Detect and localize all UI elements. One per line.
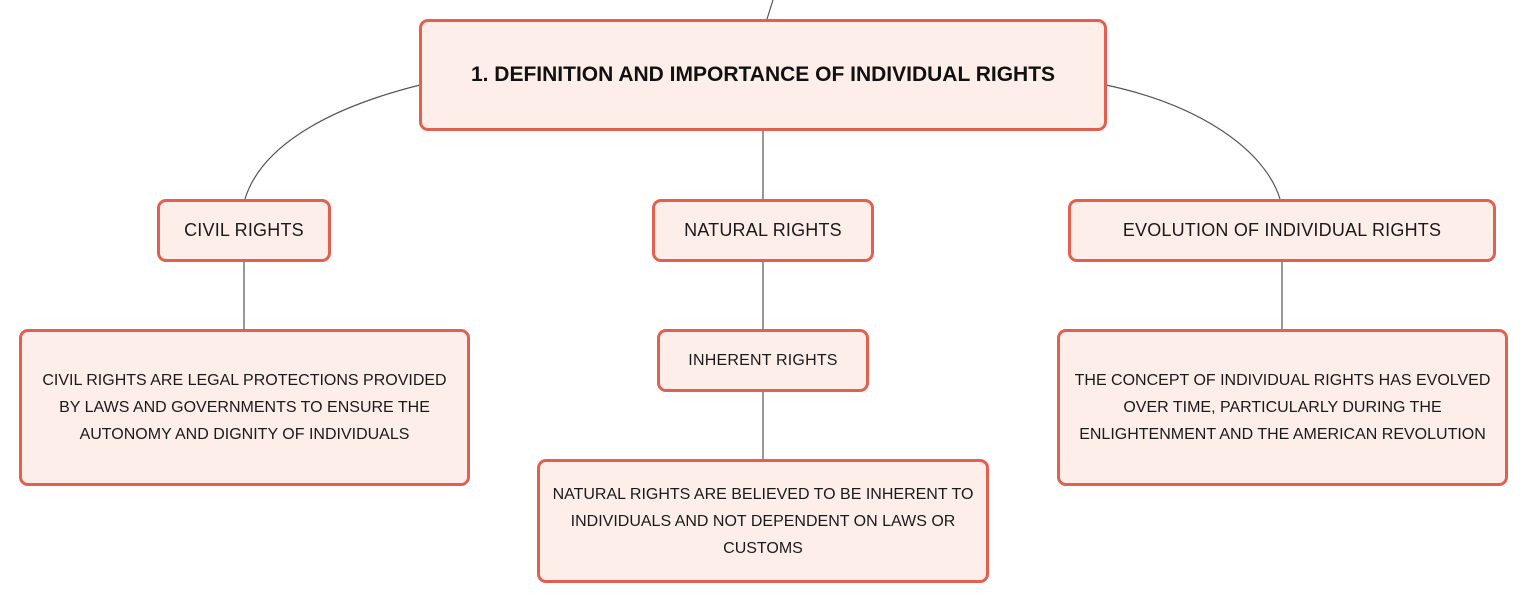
natural-rights-node[interactable]: NATURAL RIGHTS: [652, 199, 874, 262]
inherent-rights-node[interactable]: INHERENT RIGHTS: [657, 329, 869, 392]
connector-root-to-civil-rights: [244, 84, 421, 200]
natural-rights-description-node[interactable]: NATURAL RIGHTS ARE BELIEVED TO BE INHERE…: [537, 459, 989, 583]
root-topic-label: 1. DEFINITION AND IMPORTANCE OF INDIVIDU…: [470, 63, 1056, 86]
connector-parent-to-root: [766, 0, 774, 20]
evolution-of-individual-rights-label: EVOLUTION OF INDIVIDUAL RIGHTS: [1122, 220, 1442, 240]
evolution-description-node[interactable]: THE CONCEPT OF INDIVIDUAL RIGHTS HAS EVO…: [1057, 329, 1508, 486]
civil-rights-description-node[interactable]: CIVIL RIGHTS ARE LEGAL PROTECTIONS PROVI…: [19, 329, 470, 486]
evolution-of-individual-rights-node[interactable]: EVOLUTION OF INDIVIDUAL RIGHTS: [1068, 199, 1496, 262]
evolution-description-text: THE CONCEPT OF INDIVIDUAL RIGHTS HAS EVO…: [1074, 372, 1491, 443]
civil-rights-description-text: CIVIL RIGHTS ARE LEGAL PROTECTIONS PROVI…: [42, 372, 447, 443]
civil-rights-node[interactable]: CIVIL RIGHTS: [157, 199, 331, 262]
natural-rights-label: NATURAL RIGHTS: [684, 220, 842, 240]
inherent-rights-label: INHERENT RIGHTS: [688, 351, 838, 369]
civil-rights-label: CIVIL RIGHTS: [184, 220, 304, 240]
natural-rights-description-text: NATURAL RIGHTS ARE BELIEVED TO BE INHERE…: [552, 485, 974, 557]
connector-root-to-evolution: [1105, 84, 1281, 200]
root-topic-node[interactable]: 1. DEFINITION AND IMPORTANCE OF INDIVIDU…: [419, 19, 1107, 131]
